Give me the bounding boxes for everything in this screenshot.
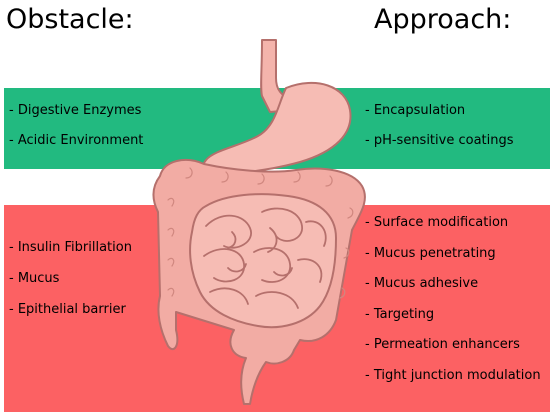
approach-item: - Mucus adhesive xyxy=(365,276,479,291)
approach-item: - Surface modification xyxy=(365,215,509,230)
small-intestine-icon xyxy=(189,193,337,329)
obstacle-item: - Insulin Fibrillation xyxy=(9,240,132,255)
obstacle-heading: Obstacle: xyxy=(6,4,134,35)
approach-item: - Permeation enhancers xyxy=(365,337,520,352)
approach-heading: Approach: xyxy=(374,4,512,35)
obstacle-item: - Acidic Environment xyxy=(9,133,144,148)
approach-item: - Targeting xyxy=(365,307,435,322)
approach-item: - Encapsulation xyxy=(365,103,466,118)
obstacle-item: - Mucus xyxy=(9,271,60,286)
approach-item: - Mucus penetrating xyxy=(365,246,496,261)
obstacle-item: - Digestive Enzymes xyxy=(9,103,142,118)
approach-item: - Tight junction modulation xyxy=(365,368,541,383)
approach-item: - pH-sensitive coatings xyxy=(365,133,514,148)
obstacle-item: - Epithelial barrier xyxy=(9,302,126,317)
